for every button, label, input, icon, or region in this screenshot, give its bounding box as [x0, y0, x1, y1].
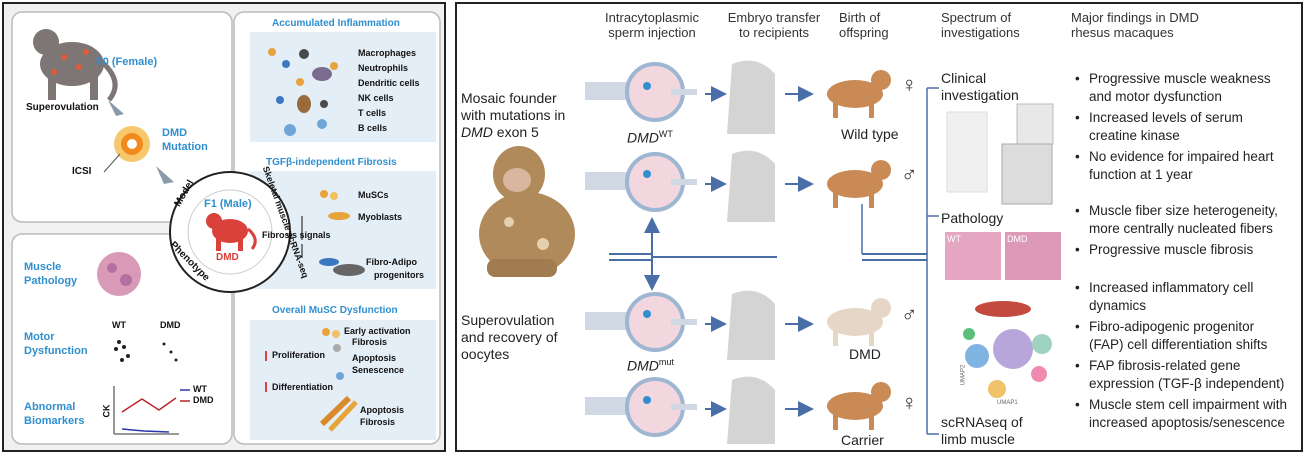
icsi-row-2 — [585, 150, 814, 222]
ck-axis-label: CK — [101, 404, 112, 418]
umap2-axis-label: UMAP2 — [960, 364, 967, 386]
legend-wt: WT — [193, 384, 207, 394]
superovulation-label: Superovulation — [26, 102, 99, 113]
pathology-dmd-label: DMD — [1007, 234, 1028, 244]
icsi-label: ICSI — [72, 166, 92, 177]
finding-item: •Fibro-adipogenic progenitor(FAP) cell d… — [1075, 319, 1268, 352]
finding-item: •Muscle fiber size heterogeneity,more ce… — [1075, 203, 1278, 236]
offspring-dmd-icon — [827, 298, 891, 346]
legend-dmd: DMD — [193, 395, 214, 405]
f1-dmd-label: DMD — [216, 252, 239, 263]
offspring-dmd-label: DMD — [849, 346, 881, 362]
founder-monkey-icon — [479, 146, 575, 277]
pathology-wt-label: WT — [947, 234, 961, 244]
finding-item: •Progressive muscle fibrosis — [1075, 242, 1254, 257]
male-symbol-1: ♂ — [901, 162, 918, 187]
f1-monkey-icon — [206, 213, 257, 251]
myoblasts-label: Myoblasts — [358, 212, 403, 222]
offspring-carrier-label: Carrier — [841, 432, 884, 448]
offspring-carrier-icon — [827, 382, 891, 430]
offspring-male-icon — [827, 160, 891, 208]
musc-dysfunction-title: Overall MuSC Dysfunction — [272, 305, 398, 316]
umap1-axis-label: UMAP1 — [997, 400, 1018, 406]
offspring-wildtype-label: Wild type — [841, 126, 899, 142]
left-panel-graphics — [11, 11, 441, 445]
motor-wt-label: WT — [112, 320, 126, 330]
differentiation-label: Differentiation — [272, 382, 334, 392]
f0-monkey-icon — [33, 29, 118, 102]
icsi-row-3 — [585, 290, 814, 360]
inflammation-title: Accumulated Inflammation — [272, 18, 400, 29]
female-symbol-1: ♀ — [901, 72, 918, 97]
dmd-mut-label: DMDmut — [627, 357, 674, 374]
offspring-wildtype-icon — [827, 70, 891, 118]
right-panel-graphics — [479, 60, 1061, 444]
pathology-label: Pathology — [941, 210, 1004, 226]
fibrosis-signals-label: Fibrosis signals — [262, 230, 331, 240]
motor-dmd-label: DMD — [160, 320, 181, 330]
dmd-wt-label: DMDWT — [627, 129, 673, 146]
musc-label: MuSCs — [358, 190, 389, 200]
icsi-row-1 — [585, 60, 814, 134]
male-symbol-2: ♂ — [901, 302, 918, 327]
proliferation-label: Proliferation — [272, 350, 326, 360]
icsi-row-4 — [585, 376, 814, 444]
f0-label: F0 (Female) — [96, 56, 158, 68]
fibrosis-title: TGFβ-independent Fibrosis — [266, 157, 397, 168]
female-symbol-2: ♀ — [901, 390, 918, 415]
f1-label: F1 (Male) — [204, 198, 252, 210]
